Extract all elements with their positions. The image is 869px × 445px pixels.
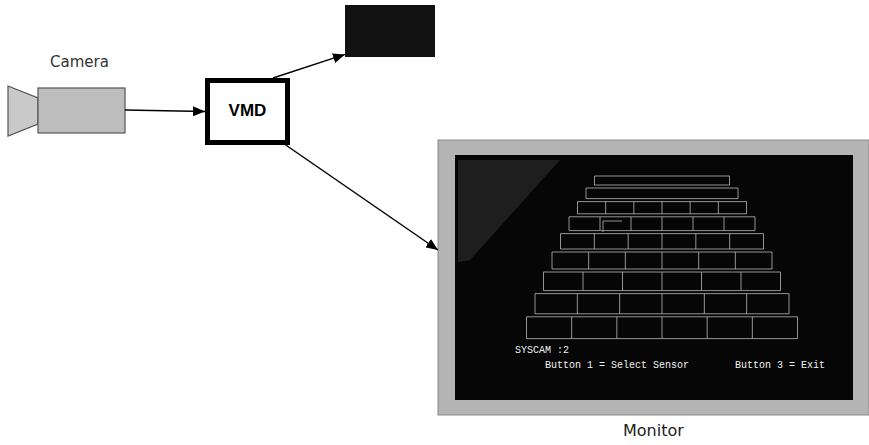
camera-body: [38, 88, 125, 133]
node-label: VMD: [229, 101, 267, 121]
grid-line: [600, 217, 601, 231]
camera-lens: [8, 86, 38, 136]
grid-line: [738, 188, 739, 199]
grid-line: [552, 252, 553, 269]
node-label: Button 1 = Select Sensor: [545, 360, 689, 372]
grid-line: [662, 202, 663, 214]
node-label: SYSCAM :2: [515, 345, 569, 357]
node-label: Button 3 = Exit: [735, 360, 825, 372]
grid-line: [586, 188, 587, 199]
grid-line: [595, 176, 730, 177]
grid-line: [543, 272, 544, 291]
grid-line: [718, 202, 719, 214]
grid-line: [628, 234, 629, 249]
grid-line: [594, 234, 595, 249]
grid-line: [797, 317, 798, 339]
process-box: VMD: [205, 78, 290, 145]
grid-line: [603, 221, 604, 232]
grid-line: [662, 317, 663, 339]
grid-line: [622, 272, 623, 291]
grid-line: [605, 202, 606, 214]
grid-line: [735, 252, 736, 269]
grid-line: [662, 234, 663, 249]
grid-line: [526, 317, 527, 339]
grid-line: [729, 176, 730, 185]
grid-line: [577, 202, 578, 214]
grid-line: [560, 234, 561, 249]
grid-line: [594, 176, 595, 185]
grid-line: [571, 317, 572, 339]
grid-line: [595, 185, 730, 186]
grid-line: [772, 252, 773, 269]
grid-line: [789, 294, 790, 314]
grid-line: [704, 294, 705, 314]
grid-line: [616, 317, 617, 339]
grid-line: [701, 272, 702, 291]
grid-line: [631, 217, 632, 231]
grid-line: [763, 234, 764, 249]
arrow-connector: [125, 110, 205, 112]
grid-line: [690, 202, 691, 214]
grid-line: [586, 188, 738, 189]
grid-line: [535, 294, 536, 314]
grid-line: [693, 217, 694, 231]
grid-line: [619, 294, 620, 314]
grid-line: [583, 272, 584, 291]
grid-line: [746, 294, 747, 314]
sensor-grid: [527, 176, 798, 339]
grid-line: [755, 217, 756, 231]
grid-line: [633, 202, 634, 214]
grid-line: [625, 252, 626, 269]
grid-line: [780, 272, 781, 291]
camera-node: Camera: [8, 85, 125, 135]
grid-line: [724, 217, 725, 231]
grid-line: [586, 198, 738, 199]
monitor-bezel: [438, 140, 869, 415]
monitor-node: SYSCAM :2 Button 1 = Select Sensor Button …: [438, 140, 869, 415]
grid-line: [588, 252, 589, 269]
grid-line: [662, 272, 663, 291]
grid-line: [707, 317, 708, 339]
grid-line: [695, 234, 696, 249]
grid-line: [577, 294, 578, 314]
grid-line: [603, 221, 622, 222]
grid-line: [662, 217, 663, 231]
grid-line: [662, 252, 663, 269]
grid-line: [662, 294, 663, 314]
node-label: Monitor: [623, 421, 684, 440]
monitor-screen: [455, 155, 853, 400]
grid-line: [752, 317, 753, 339]
arrow-connector: [286, 145, 438, 250]
grid-line: [746, 202, 747, 214]
node-label: Camera: [50, 53, 109, 71]
grid-line: [741, 272, 742, 291]
output-box: [345, 5, 435, 57]
grid-line: [729, 234, 730, 249]
arrow-connector: [273, 54, 345, 78]
grid-line: [698, 252, 699, 269]
screen-glare: [458, 160, 560, 262]
grid-line: [569, 217, 570, 231]
